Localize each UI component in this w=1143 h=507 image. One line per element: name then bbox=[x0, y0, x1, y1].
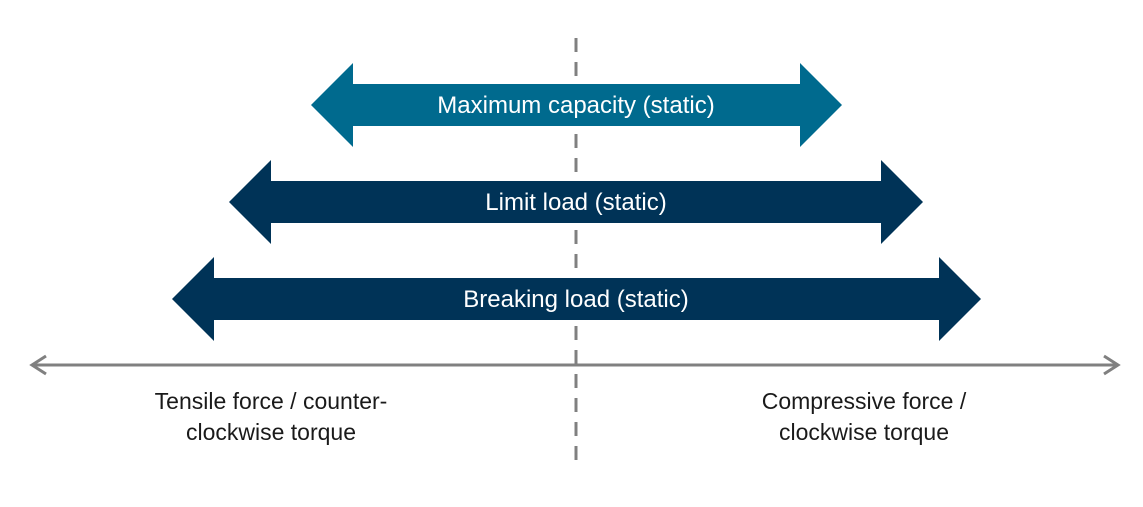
horizontal-axis bbox=[29, 354, 1121, 376]
compressive-force-label-line2: clockwise torque bbox=[778, 419, 950, 445]
maximum-capacity-label: Maximum capacity (static) bbox=[437, 92, 714, 119]
compressive-force-label: Compressive force / clockwise torque bbox=[715, 386, 1013, 448]
breaking-load-label: Breaking load (static) bbox=[463, 286, 688, 313]
maximum-capacity-arrow bbox=[311, 63, 842, 147]
tensile-force-label: Tensile force / counter- clockwise torqu… bbox=[112, 386, 430, 448]
tensile-force-label-line2: clockwise torque bbox=[185, 419, 357, 445]
axis-right-arrowhead bbox=[1103, 354, 1121, 376]
limit-load-arrow bbox=[229, 160, 923, 244]
limit-load-label: Limit load (static) bbox=[485, 189, 666, 216]
axis-left-arrowhead bbox=[29, 354, 47, 376]
tensile-force-label-line1: Tensile force / counter- bbox=[154, 388, 388, 414]
breaking-load-arrow bbox=[172, 257, 981, 341]
compressive-force-label-line1: Compressive force / bbox=[761, 388, 967, 414]
